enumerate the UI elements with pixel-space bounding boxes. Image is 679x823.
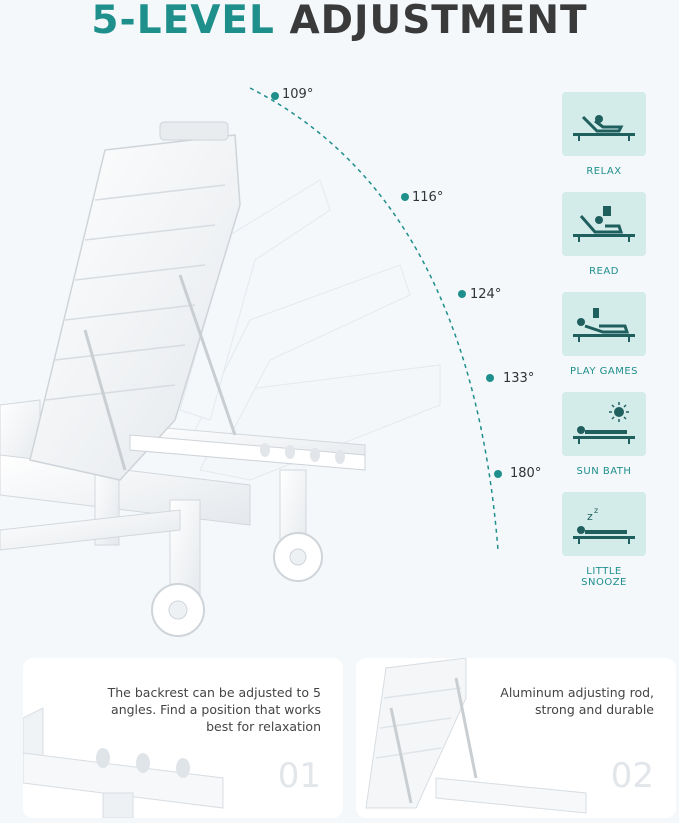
position-label: SUN BATH (576, 466, 632, 477)
svg-text:z: z (587, 510, 593, 523)
angle-dot-133 (486, 374, 494, 382)
card-number: 02 (610, 756, 654, 796)
sun-bath-icon (562, 392, 646, 456)
angle-dot-180 (494, 470, 502, 478)
position-play-games: PLAY GAMES (562, 292, 646, 377)
position-label: RELAX (586, 166, 622, 177)
page-title: 5-LEVEL ADJUSTMENT (0, 0, 679, 46)
svg-text:z: z (594, 506, 598, 515)
angle-label-180: 180° (510, 466, 542, 481)
angle-dot-116 (401, 193, 409, 201)
angle-arc (249, 87, 502, 551)
card-description: The backrest can be adjusted to 5 angles… (107, 685, 321, 734)
angle-label-124: 124° (470, 287, 502, 302)
position-little-snooze: z z LITTLE SNOOZE (562, 492, 646, 588)
position-sun-bath: SUN BATH (562, 392, 646, 477)
feature-card-backrest: The backrest can be adjusted to 5 angles… (23, 658, 343, 818)
chair-illustration (0, 121, 441, 637)
card-description: Aluminum adjusting rod, strong and durab… (500, 685, 654, 717)
angle-label-109: 109° (282, 87, 314, 102)
backrest-rail-image (23, 707, 224, 818)
position-label: LITTLE SNOOZE (581, 566, 627, 588)
position-label: READ (589, 266, 619, 277)
title-rest: ADJUSTMENT (289, 0, 588, 43)
position-relax: RELAX (562, 92, 646, 177)
aluminum-rod-image (365, 658, 587, 814)
play-games-icon (562, 292, 646, 356)
feature-card-rod: Aluminum adjusting rod, strong and durab… (356, 658, 676, 818)
title-accent: 5-LEVEL (91, 0, 275, 43)
angle-label-133: 133° (503, 371, 535, 386)
position-label: PLAY GAMES (569, 366, 639, 377)
card-number: 01 (277, 756, 321, 796)
angle-dot-109 (271, 92, 279, 100)
angle-label-116: 116° (412, 190, 444, 205)
position-read: READ (562, 192, 646, 277)
relax-icon (562, 92, 646, 156)
angle-dot-124 (458, 290, 466, 298)
read-icon (562, 192, 646, 256)
little-snooze-icon: z z (562, 492, 646, 556)
